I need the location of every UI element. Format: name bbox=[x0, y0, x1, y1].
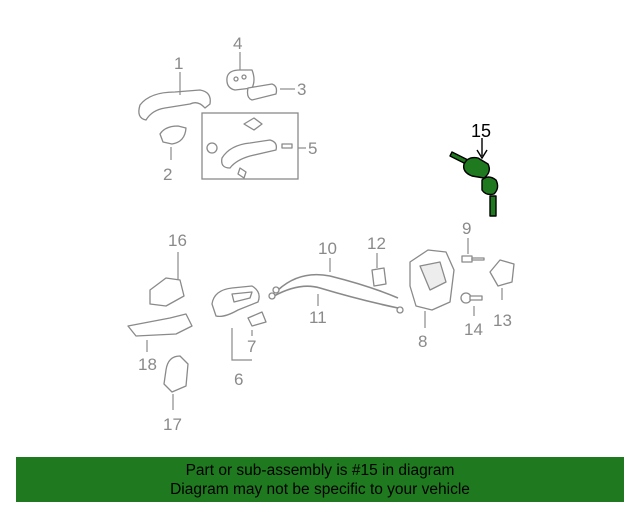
part-6-inside-handle: 6 bbox=[211, 285, 260, 389]
callout-5: 5 bbox=[308, 139, 317, 158]
part-11-cable: 11 bbox=[268, 285, 404, 327]
callout-13: 13 bbox=[493, 311, 512, 330]
callout-9: 9 bbox=[462, 219, 471, 238]
part-3-pad: 3 bbox=[246, 80, 306, 101]
callout-14: 14 bbox=[464, 320, 483, 339]
callout-10: 10 bbox=[318, 239, 337, 258]
part-1-outside-handle: 1 bbox=[138, 54, 211, 121]
callout-2: 2 bbox=[163, 165, 172, 184]
callout-1: 1 bbox=[174, 54, 183, 73]
part-7-bezel: 7 bbox=[247, 311, 267, 356]
part-2-handle-cap: 2 bbox=[159, 125, 187, 184]
callout-7: 7 bbox=[247, 337, 256, 356]
part-15-lock-cylinder: 15 bbox=[449, 121, 499, 217]
part-9-screw: 9 bbox=[461, 219, 485, 263]
callout-17: 17 bbox=[163, 415, 182, 434]
parts-diagram: 1 2 4 3 5 15 bbox=[127, 34, 515, 434]
part-8-lock-assembly: 8 bbox=[409, 249, 455, 351]
part-14-screw: 14 bbox=[460, 292, 483, 339]
callout-8: 8 bbox=[418, 332, 427, 351]
callout-16: 16 bbox=[168, 231, 187, 250]
part-12-clip: 12 bbox=[367, 234, 387, 287]
part-16-bracket: 16 bbox=[149, 231, 187, 307]
part-17-latch-plate: 17 bbox=[163, 355, 189, 434]
callout-11: 11 bbox=[309, 308, 327, 327]
part-4-pad: 4 bbox=[226, 34, 255, 91]
callout-6: 6 bbox=[234, 370, 243, 389]
part-5-handle-frame: 5 bbox=[201, 112, 317, 180]
callout-18: 18 bbox=[138, 355, 157, 374]
footer-line-2: Diagram may not be specific to your vehi… bbox=[170, 481, 470, 498]
footer-banner: Part or sub-assembly is #15 in diagram D… bbox=[16, 457, 624, 502]
part-10-cable: 10 bbox=[272, 239, 399, 299]
callout-4: 4 bbox=[233, 34, 242, 53]
part-13-striker: 13 bbox=[489, 259, 515, 330]
footer-line-1: Part or sub-assembly is #15 in diagram bbox=[185, 462, 455, 479]
callout-3: 3 bbox=[297, 80, 306, 99]
callout-12: 12 bbox=[367, 234, 386, 253]
callout-15: 15 bbox=[471, 121, 491, 141]
part-18-link: 18 bbox=[127, 313, 193, 374]
